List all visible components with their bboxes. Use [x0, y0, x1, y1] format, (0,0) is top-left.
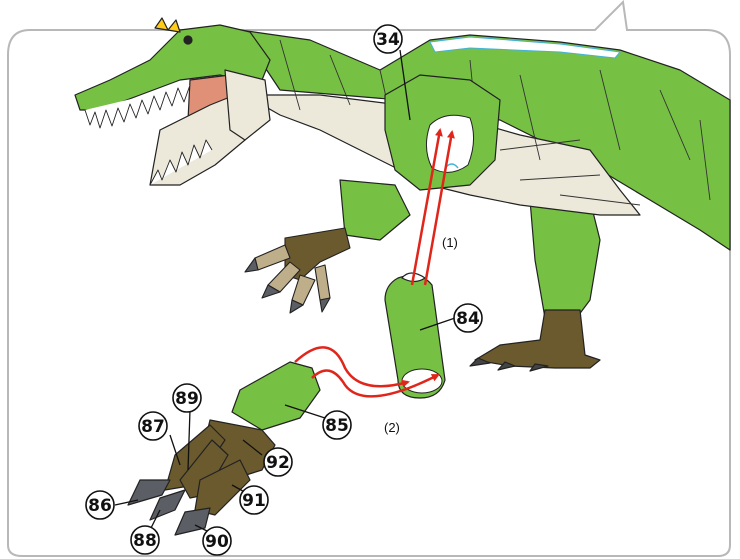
cheek	[225, 70, 270, 140]
label-90: 90	[205, 532, 229, 552]
step-label-1: (1)	[442, 235, 458, 250]
badge-85: 85	[323, 411, 351, 439]
step-label-2: (2)	[384, 420, 400, 435]
dinosaur-head	[75, 18, 270, 185]
badge-89: 89	[173, 384, 201, 412]
label-34: 34	[376, 30, 400, 50]
badge-92: 92	[264, 448, 292, 476]
label-87: 87	[141, 417, 165, 437]
part-85-hand	[128, 362, 320, 535]
badge-84: 84	[454, 304, 482, 332]
label-89: 89	[175, 389, 199, 409]
dinosaur-body	[240, 30, 730, 371]
badge-34: 34	[374, 25, 402, 53]
badge-88: 88	[131, 526, 159, 554]
label-88: 88	[133, 531, 157, 551]
eye	[184, 36, 192, 44]
label-92: 92	[266, 453, 290, 473]
part-85-palm	[232, 362, 320, 430]
badge-91: 91	[240, 486, 268, 514]
badge-86: 86	[86, 491, 114, 519]
label-86: 86	[88, 496, 112, 516]
hind-foot	[475, 310, 600, 368]
label-85: 85	[325, 416, 349, 436]
badge-87: 87	[139, 412, 167, 440]
part-90-claw	[175, 508, 210, 535]
front-arm-on-body	[340, 180, 410, 240]
label-84: 84	[456, 309, 480, 329]
badge-90: 90	[203, 527, 231, 555]
part-84-forearm	[385, 273, 445, 398]
attached-hand	[245, 228, 350, 313]
label-91: 91	[242, 491, 266, 511]
